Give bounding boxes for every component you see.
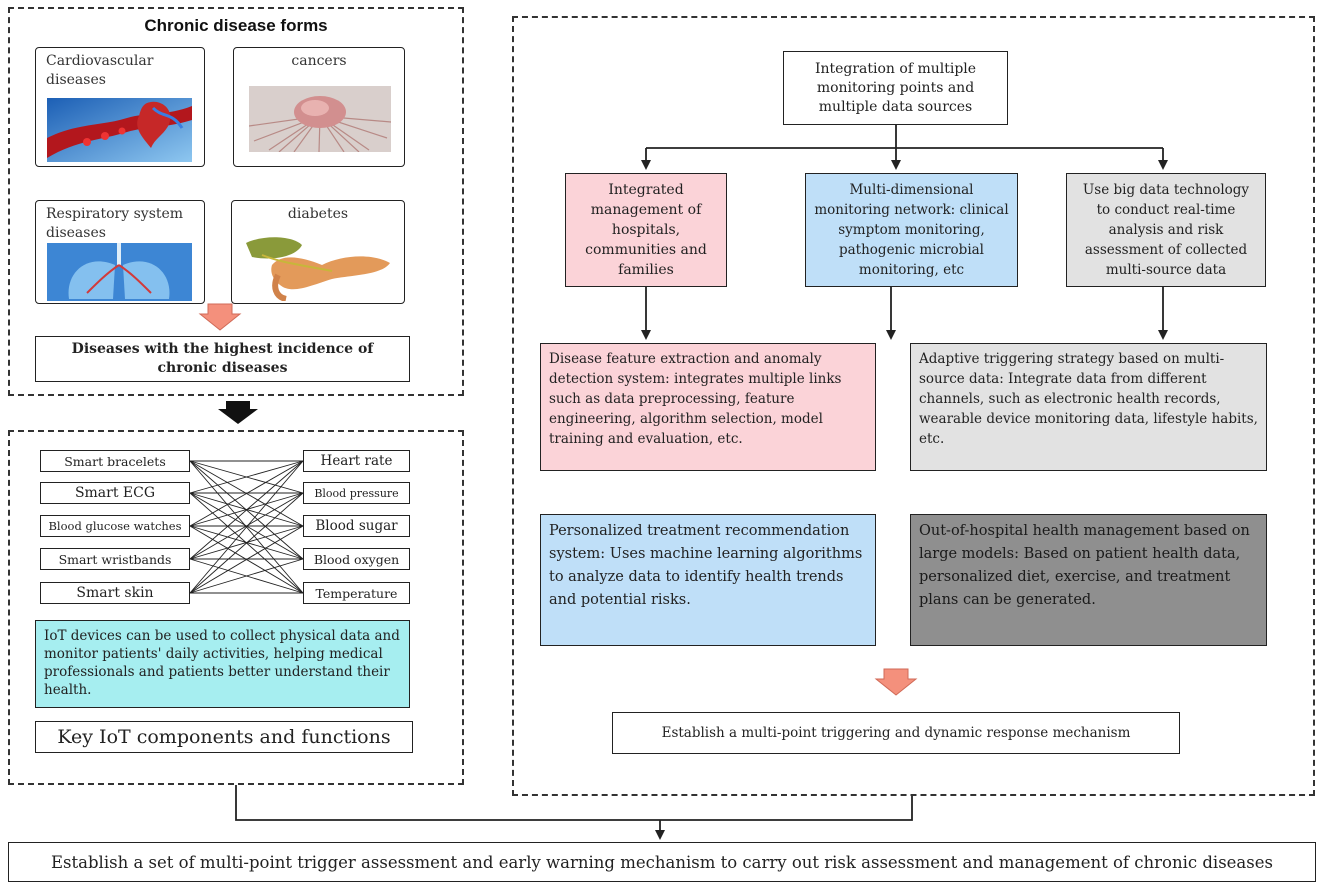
metric-temperature: Temperature [303,582,410,604]
pancreas-image [242,235,394,301]
lungs-image [47,243,192,301]
big-data-analysis-box: Use big data technology to conduct real-… [1066,173,1266,287]
disease-label: cancers [291,53,347,69]
salmon-down-arrow-right [874,668,918,696]
iot-description-box: IoT devices can be used to collect physi… [35,620,410,708]
monitoring-network-box: Multi-dimensional monitoring network: cl… [805,173,1018,287]
iot-panel [8,430,464,785]
metric-blood-oxygen: Blood oxygen [303,548,410,570]
downward-connectors [641,287,1168,340]
cancer-cell-image [249,86,391,152]
monitoring-panel [512,16,1315,796]
disease-card-cardiovascular: Cardiovascular diseases [35,47,205,167]
iot-connection-mesh [189,460,304,594]
metric-heart-rate: Heart rate [303,450,410,472]
adaptive-trigger-box: Adaptive triggering strategy based on mu… [910,343,1267,471]
metric-blood-pressure: Blood pressure [303,482,410,504]
feature-extraction-box: Disease feature extraction and anomaly d… [540,343,876,471]
device-smart-bracelets: Smart bracelets [40,450,190,472]
personalized-treatment-box: Personalized treatment recommendation sy… [540,514,876,646]
bottom-connectors [235,785,913,840]
out-of-hospital-box: Out-of-hospital health management based … [910,514,1267,646]
salmon-down-arrow-left [198,303,242,331]
device-blood-glucose-watches: Blood glucose watches [40,515,190,537]
integrated-management-box: Integrated management of hospitals, comm… [565,173,727,287]
disease-card-respiratory: Respiratory system diseases [35,200,205,304]
chronic-disease-panel [8,7,464,396]
disease-card-cancers: cancers [233,47,405,167]
device-smart-wristbands: Smart wristbands [40,548,190,570]
disease-label: Respiratory system diseases [46,206,184,241]
device-smart-ecg: Smart ECG [40,482,190,504]
highest-incidence-box: Diseases with the highest incidence of c… [35,336,410,382]
device-smart-skin: Smart skin [40,582,190,604]
metric-blood-sugar: Blood sugar [303,515,410,537]
dynamic-response-box: Establish a multi-point triggering and d… [612,712,1180,754]
black-down-arrow [218,401,258,424]
integration-box: Integration of multiple monitoring point… [783,51,1008,125]
chronic-disease-title: Chronic disease forms [144,16,328,35]
disease-label: diabetes [287,206,349,222]
disease-card-diabetes: diabetes [231,200,405,304]
disease-label: Cardiovascular diseases [46,53,154,88]
branch-connectors [641,125,1168,170]
iot-components-title: Key IoT components and functions [35,721,413,753]
heart-vessels-image [47,98,192,162]
early-warning-box: Establish a set of multi-point trigger a… [8,842,1316,882]
